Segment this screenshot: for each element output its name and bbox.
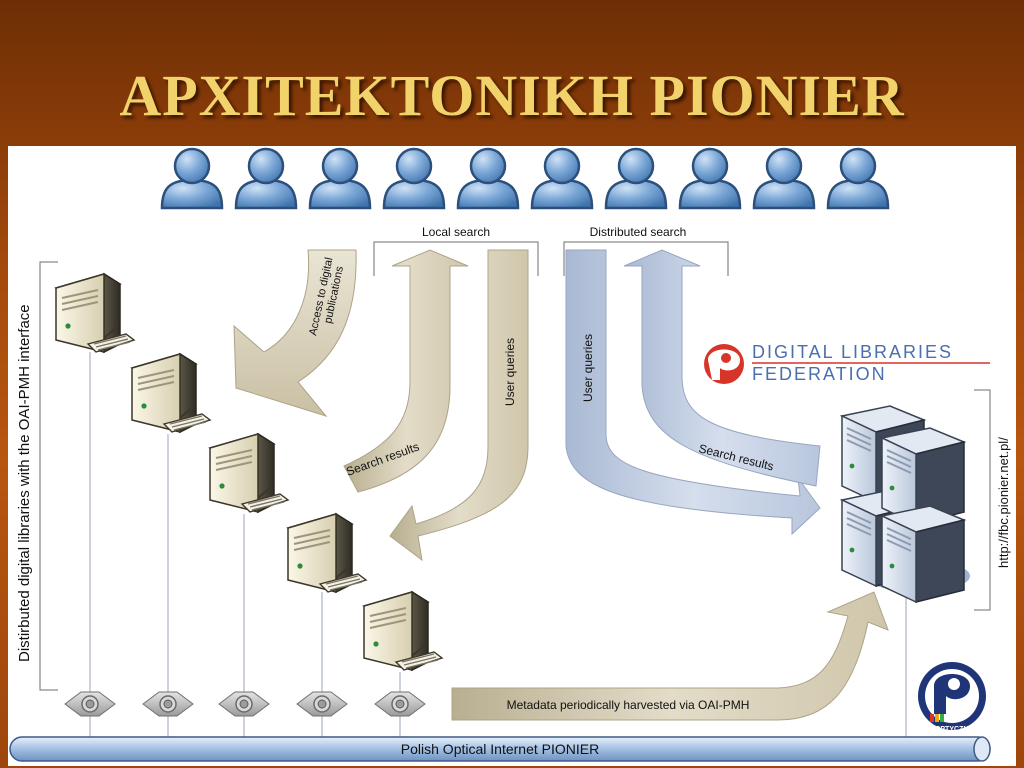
users-row (160, 147, 890, 210)
local-search-label: Local search (422, 225, 490, 239)
library-server-icon (363, 591, 443, 671)
search-results-left-arrow (343, 249, 469, 493)
user-icon (456, 147, 520, 210)
user-icon (382, 147, 446, 210)
library-server-icon (209, 433, 289, 513)
harvest-label: Metadata periodically harvested via OAI-… (507, 698, 750, 712)
user-queries-right-label: User queries (581, 334, 595, 402)
backbone-pipe: Polish Optical Internet PIONIER (9, 736, 991, 762)
user-icon (530, 147, 594, 210)
diagram-panel: Local search Distributed search Distirbu… (8, 146, 1016, 766)
federation-bracket (974, 389, 991, 611)
pionier-logo-top: POLSKI INTERNET (920, 657, 984, 664)
pionier-logo: POLSKI INTERNET OPTYCZNY (918, 657, 986, 733)
user-icon (160, 147, 224, 210)
user-icon (826, 147, 890, 210)
user-icon (234, 147, 298, 210)
distributed-search-label: Distributed search (590, 225, 687, 239)
search-brackets (373, 241, 729, 276)
dlf-logo: DIGITAL LIBRARIES FEDERATION (704, 342, 990, 384)
user-icon (308, 147, 372, 210)
access-arrow (233, 249, 357, 417)
library-server-icon (131, 353, 211, 433)
oai-node-icon (64, 691, 116, 717)
search-results-right-arrow (623, 249, 821, 487)
library-server-icon (287, 513, 367, 593)
user-icon (752, 147, 816, 210)
libraries-side-label: Distirbuted digital libraries with the O… (16, 304, 33, 662)
libraries-bracket (39, 261, 58, 691)
federation-server-cluster (841, 405, 970, 603)
oai-node-icon (218, 691, 270, 717)
oai-node-icon (142, 691, 194, 717)
dlf-line2: FEDERATION (752, 364, 887, 384)
architecture-diagram: Local search Distributed search Distirbu… (9, 147, 1011, 762)
dlf-line1: DIGITAL LIBRARIES (752, 342, 953, 362)
user-queries-left-arrow (389, 249, 529, 562)
user-queries-left-label: User queries (503, 338, 517, 406)
backbone-label: Polish Optical Internet PIONIER (401, 741, 599, 757)
pionier-logo-bottom: OPTYCZNY (935, 726, 973, 733)
user-icon (604, 147, 668, 210)
federation-url: http://fbc.pionier.net.pl/ (996, 437, 1011, 568)
slide-title: ΑΡΧΙΤΕΚΤΟΝΙΚΗ PIONIER (119, 63, 905, 128)
oai-node-icon (374, 691, 426, 717)
user-queries-right-arrow (565, 249, 821, 536)
oai-node-icon (296, 691, 348, 717)
user-icon (678, 147, 742, 210)
library-server-icon (55, 273, 135, 353)
harvest-arrow (451, 591, 889, 721)
